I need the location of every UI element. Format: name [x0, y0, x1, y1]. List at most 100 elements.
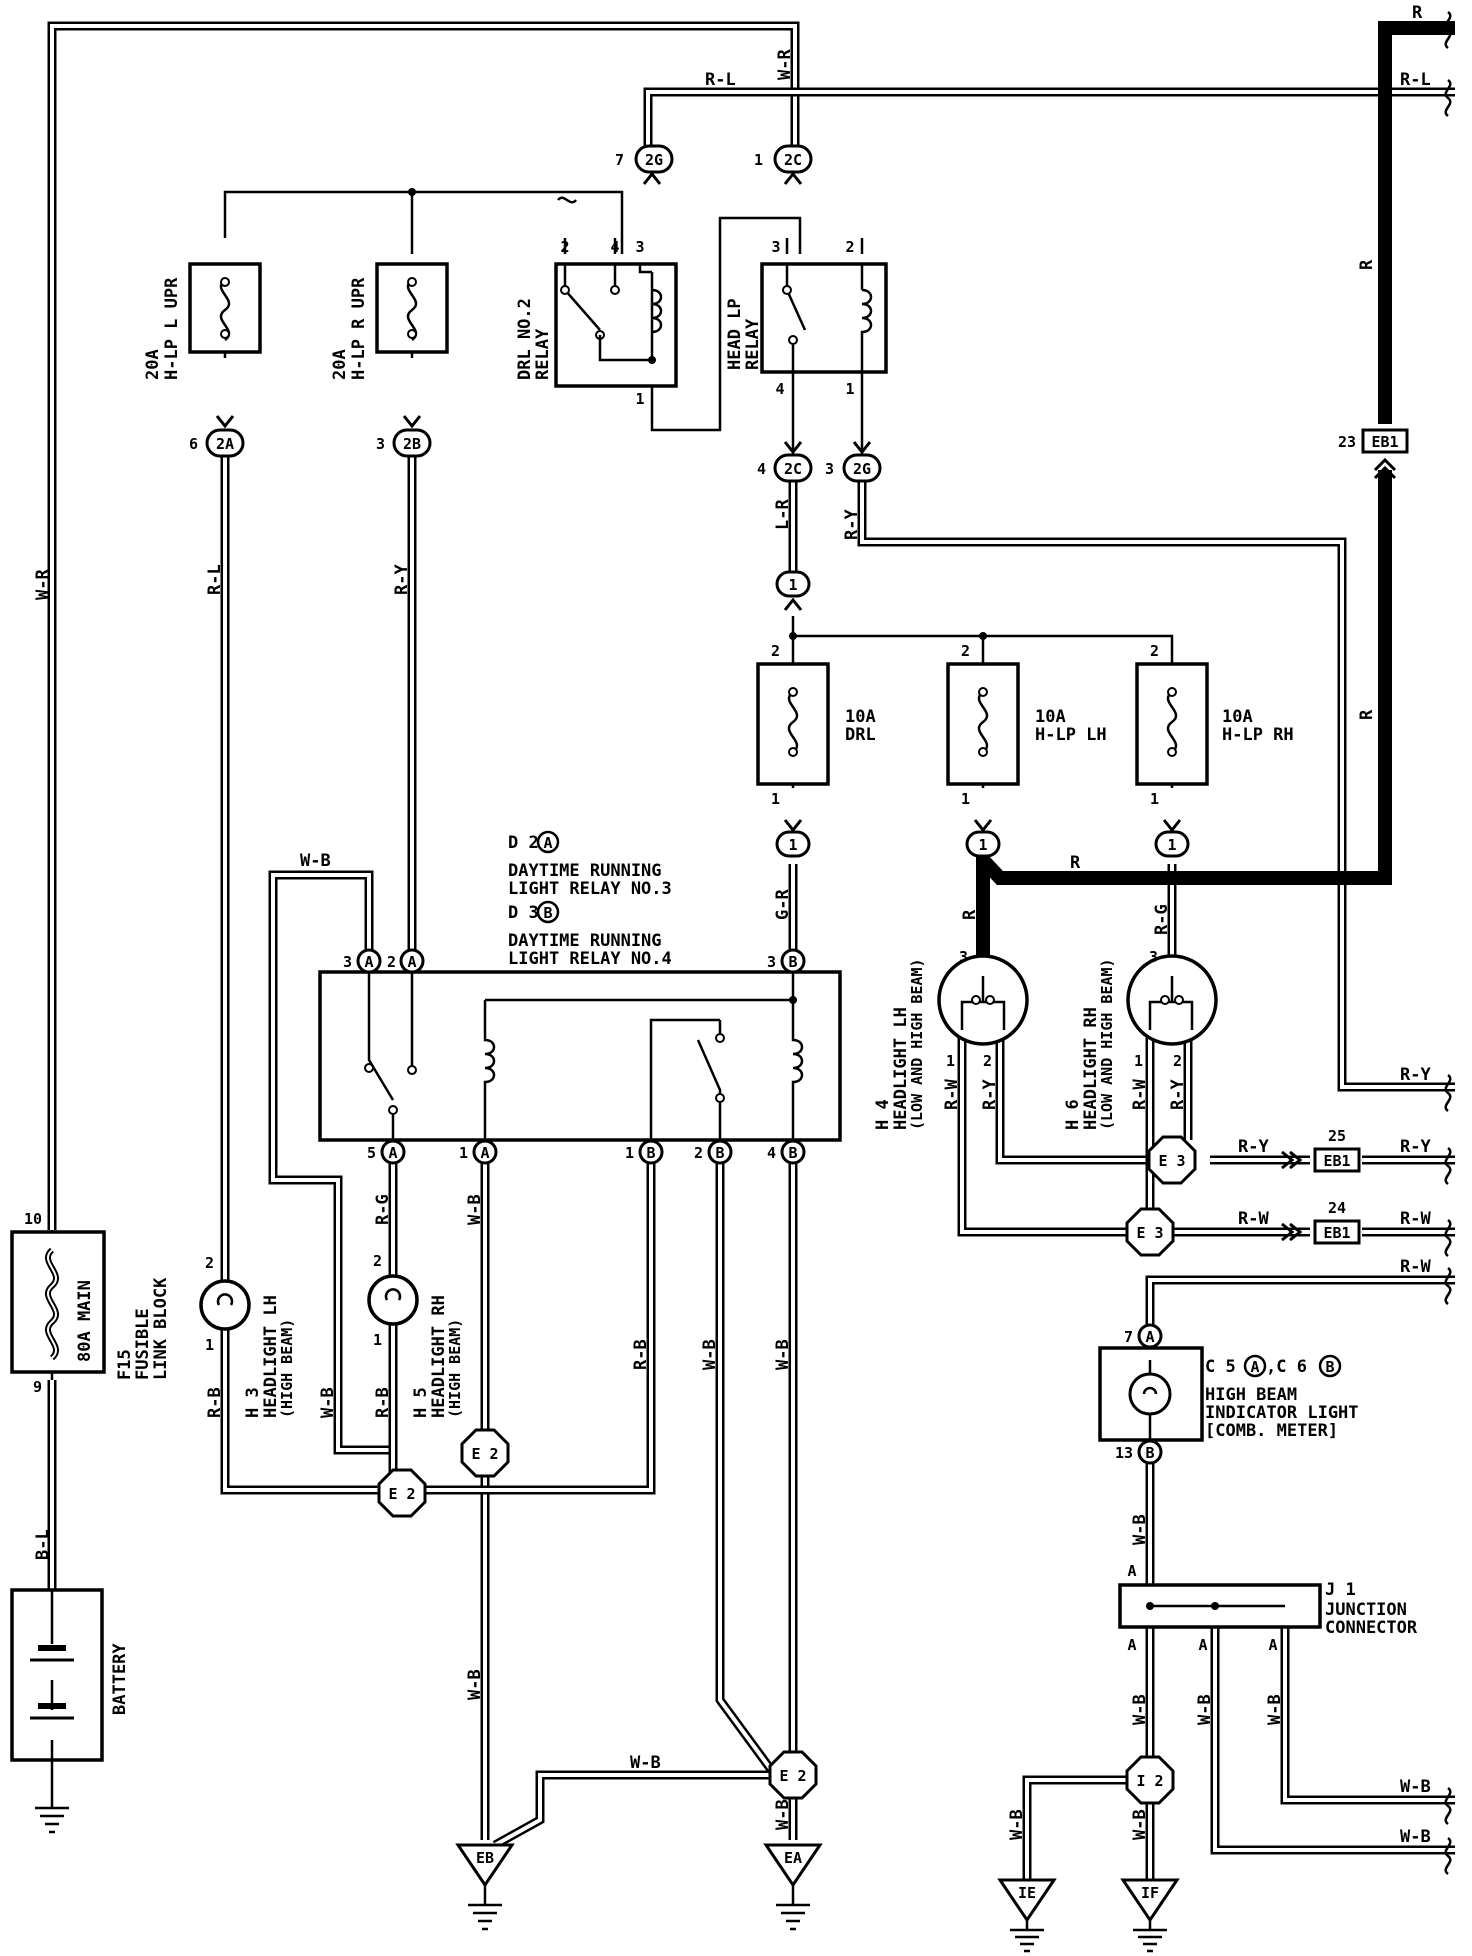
wire-label-rl-left: R-L	[205, 564, 225, 595]
ground-if: IF	[1120, 1878, 1180, 1953]
connector-eb1-23-pin: 23	[1338, 433, 1356, 451]
relay-pin-badges: A 3 A 2 B 3 A 5 A 1 B 1 B	[343, 948, 806, 1165]
connector-2g-bottom-label: 2G	[853, 460, 871, 478]
connector-2g-bottom: 2G 3	[825, 453, 882, 483]
connector-2g-top: 2G 7	[615, 144, 674, 174]
battery: BATTERY	[10, 1588, 130, 1762]
connector-arrows	[215, 171, 1397, 1242]
ground-ie-label: IE	[1018, 1884, 1036, 1902]
wire-label-wb-indicator: W-B	[1130, 1514, 1150, 1545]
ground-eb-label: EB	[476, 1849, 494, 1867]
wire-label-wb-e2: W-B	[630, 1753, 661, 1773]
relay-pin-4b-num: 4	[767, 1144, 776, 1162]
wire-label-wb-loop: W-B	[318, 1387, 338, 1418]
indicator-pin-7: A 7	[1124, 1323, 1163, 1349]
h4-sub: (LOW AND HIGH BEAM)	[908, 958, 926, 1130]
connector-2c-bottom-pin: 4	[757, 460, 766, 478]
connector-eb1-23-label: EB1	[1371, 433, 1398, 451]
ground-eb: EB	[455, 1843, 515, 1931]
wire-label-wr-battery: W-R	[33, 569, 53, 600]
relay-pin-2b: B 2	[694, 1139, 733, 1165]
fusible-link-block: 80A MAIN 10 9 F15 FUSIBLE LINK BLOCK	[10, 1210, 171, 1396]
drl2-pin-2: 2	[560, 238, 569, 256]
relay4-conn-badge: B	[536, 900, 560, 924]
fuse-hlp-rh: 10A H-LP RH 2 1	[1135, 642, 1294, 808]
connector-2a: 2A 6	[189, 428, 245, 458]
relay-pin-1b-num: 1	[625, 1144, 634, 1162]
headlp-pin-2: 2	[845, 238, 854, 256]
drl2-pin-1: 1	[635, 390, 644, 408]
h4-pin-3: 3	[959, 948, 968, 966]
connector-2c-top-pin: 1	[754, 151, 763, 169]
headlight-h5: 2 1 H 5 HEADLIGHT RH (HIGH BEAM)	[367, 1252, 464, 1418]
splice-e3-upper: E 3	[1147, 1135, 1197, 1185]
h4-name: HEADLIGHT LH	[891, 1007, 911, 1130]
h6-sub: (LOW AND HIGH BEAM)	[1098, 958, 1116, 1130]
indicator-pin-13-num: 13	[1115, 1444, 1133, 1462]
h6-code: H 6	[1063, 1099, 1083, 1130]
relay-pin-2a-num: 2	[387, 953, 396, 971]
wire-label-wb-ea: W-B	[773, 1799, 793, 1830]
headlp-name: HEAD LP	[725, 298, 745, 370]
j1-pin-a-3: A	[1268, 1636, 1277, 1654]
wire-label-rw-h4: R-W	[942, 1079, 962, 1110]
fuse-hlp-lh-pin-bot: 1	[961, 790, 970, 808]
connector-eb1-25-label: EB1	[1323, 1152, 1350, 1170]
fusible-link-pin-9: 9	[33, 1378, 42, 1396]
splice-e2-lower: E 2	[377, 1468, 427, 1518]
junction-1-drl-label: 1	[788, 836, 797, 854]
wire-label-wr-top: W-R	[775, 49, 795, 80]
junction-connector-j1: A A A A J 1 JUNCTION CONNECTOR	[1118, 1562, 1418, 1654]
head-lp-relay: 3 2 4 1 HEAD LP RELAY	[725, 238, 888, 454]
fuse-hlp-r-upr: 20A H-LP R UPR	[330, 262, 449, 380]
wire-label-wb-j1-mid: W-B	[1195, 1694, 1215, 1725]
j1-name-l1: JUNCTION	[1325, 1600, 1407, 1620]
relay-pin-1b-conn: B	[646, 1144, 655, 1162]
h3-sub: (HIGH BEAM)	[278, 1319, 296, 1418]
wire-label-rg-h5: R-G	[373, 1194, 393, 1225]
fuse-drl-name: DRL	[845, 725, 876, 745]
relay3-conn: A	[543, 834, 552, 852]
wire-label-bl: B-L	[33, 1529, 53, 1560]
fusible-link-pin-10: 10	[24, 1210, 42, 1228]
indicator-pin-7-num: 7	[1124, 1328, 1133, 1346]
wire-label-ry-h6: R-Y	[1168, 1079, 1188, 1110]
relay-pin-3b-conn: B	[788, 953, 797, 971]
junction-1-hlp-rh: 1	[1154, 830, 1190, 858]
wire-label-wb-if: W-B	[1130, 1809, 1150, 1840]
fuse-drl: 10A DRL 2 1	[756, 642, 876, 808]
h6-pin-1: 1	[1134, 1052, 1143, 1070]
wire-label-wb-j1-left: W-B	[1130, 1694, 1150, 1725]
headlight-h3: 2 1 H 3 HEADLIGHT LH (HIGH BEAM)	[199, 1254, 296, 1418]
wire-label-wb-j1-right: W-B	[1265, 1694, 1285, 1725]
wire-label-rg-h6: R-G	[1152, 904, 1172, 935]
wire-label-wb-right2: W-B	[1400, 1827, 1431, 1847]
junction-1-hlp-lh-label: 1	[978, 836, 987, 854]
h5-name: HEADLIGHT RH	[429, 1295, 449, 1418]
indicator-pin-13: B 13	[1115, 1439, 1163, 1465]
splice-e3-lower: E 3	[1125, 1207, 1175, 1257]
wire-label-gr: G-R	[773, 889, 793, 920]
relay-pin-2b-num: 2	[694, 1144, 703, 1162]
splice-e2-upper: E 2	[460, 1428, 510, 1478]
splice-e2-lower-label: E 2	[388, 1485, 415, 1503]
junction-1-lr-label: 1	[788, 576, 797, 594]
main-red-feed	[976, 21, 1455, 975]
wire-label-rw-right2: R-W	[1400, 1257, 1431, 1277]
wire-label-wb-1a: W-B	[465, 1194, 485, 1225]
connector-2c-top: 2C 1	[754, 144, 813, 174]
headlp-pin-1: 1	[845, 380, 854, 398]
splice-e2-upper-label: E 2	[471, 1445, 498, 1463]
fuse-drl-pin-bot: 1	[771, 790, 780, 808]
indicator-pin-7-conn: A	[1145, 1328, 1154, 1346]
junction-1-lr: 1	[775, 570, 811, 598]
connector-2a-label: 2A	[216, 435, 234, 453]
connectors: 2G 7 2C 1 2A 6 2B 3 2C 4 2G 3	[189, 144, 1409, 1245]
relay-pin-3b: B 3	[767, 948, 806, 974]
connector-eb1-25: EB1 25	[1313, 1127, 1361, 1173]
high-beam-indicator: A 7 B 13 C 5 A ,C 6 B HIGH BEAM INDICATO…	[1098, 1323, 1359, 1465]
connector-2c-bottom-label: 2C	[784, 460, 802, 478]
wire-label-wb-top: W-B	[300, 851, 331, 871]
fusible-link-fuse: 80A MAIN	[75, 1280, 95, 1362]
